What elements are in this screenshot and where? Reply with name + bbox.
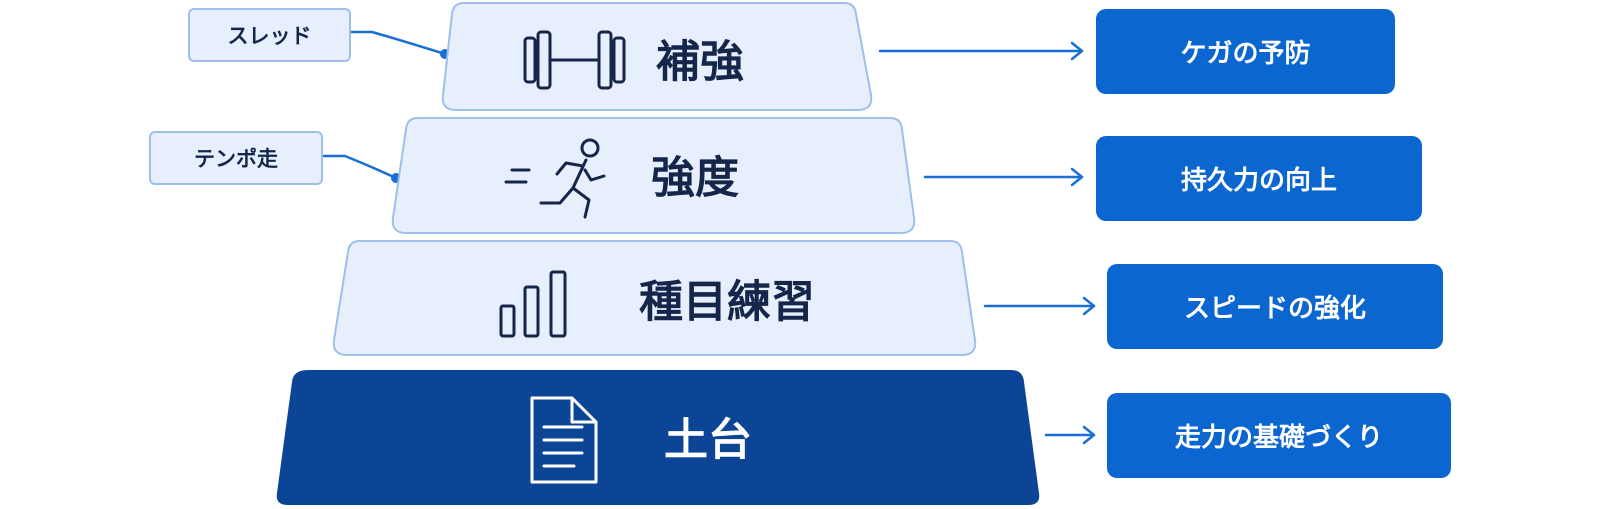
tier-label: 補強 [656, 37, 744, 88]
document-icon [530, 396, 598, 484]
arrow [878, 41, 1084, 61]
note-connector-line [322, 154, 397, 180]
arrow [1044, 425, 1096, 445]
dumbbell-icon [523, 30, 626, 90]
tier-label: 土台 [664, 415, 752, 466]
note-sled: スレッド [188, 8, 351, 62]
arrow [923, 167, 1084, 187]
pyramid-tier [332, 240, 977, 356]
result-injury-prevention: ケガの予防 [1096, 9, 1395, 94]
result-endurance: 持久力の向上 [1096, 136, 1422, 221]
result-speed: スピードの強化 [1107, 264, 1443, 349]
tier-label: 強度 [651, 153, 739, 204]
arrow [983, 296, 1096, 316]
running-person-icon [504, 138, 606, 219]
result-running-base: 走力の基礎づくり [1107, 393, 1451, 478]
pyramid-tier [391, 117, 916, 234]
tier-label: 種目練習 [639, 277, 815, 328]
pyramid-tier-base [276, 370, 1040, 505]
bar-chart-icon [499, 270, 567, 338]
note-tempo-run: テンポ走 [149, 131, 323, 185]
note-connector-line [350, 30, 446, 56]
